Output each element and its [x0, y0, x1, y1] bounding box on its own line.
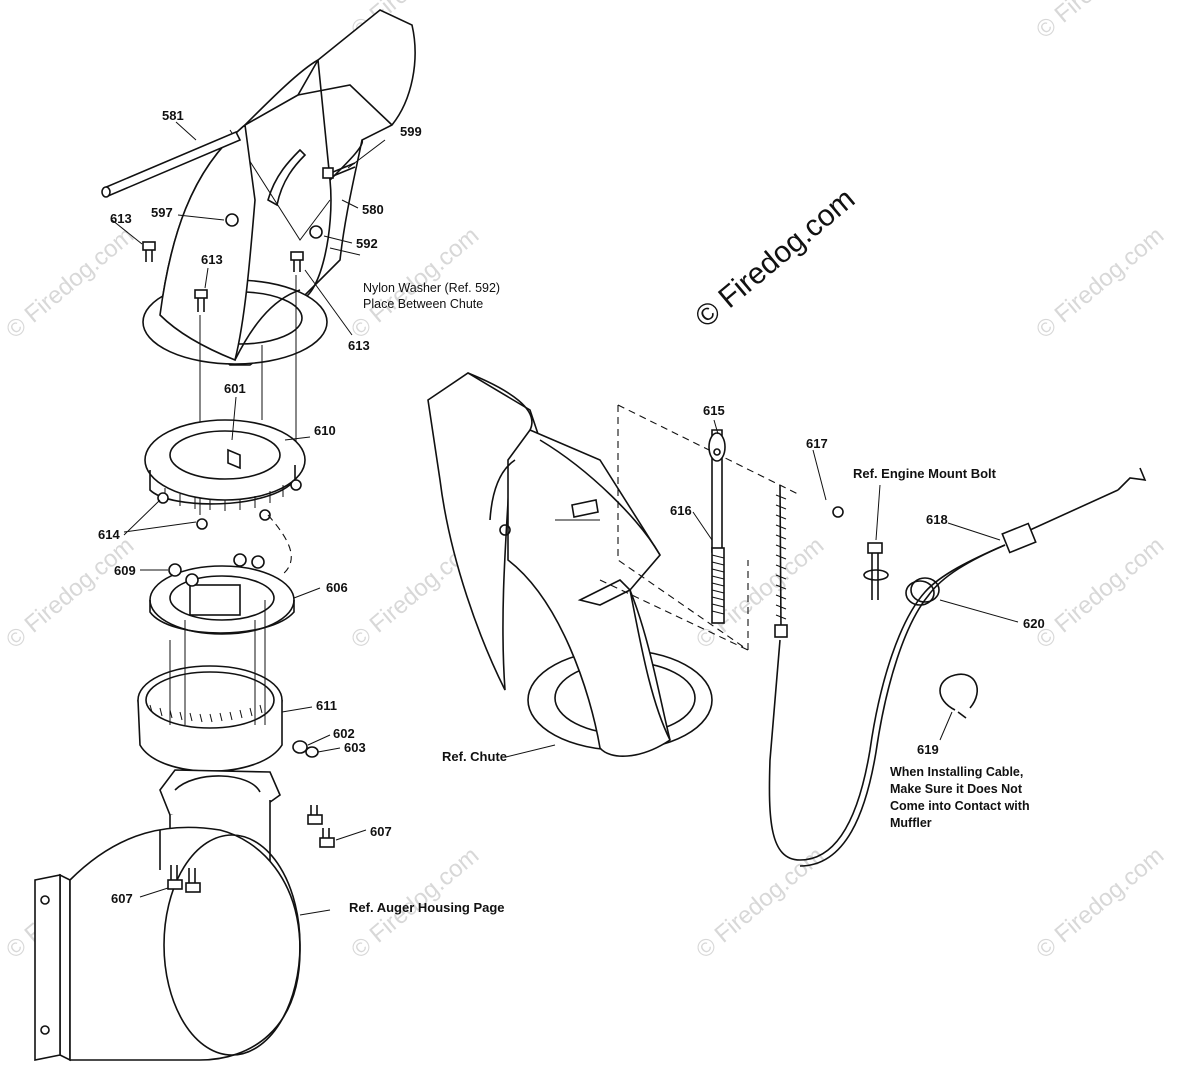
dash-guide: [267, 514, 292, 576]
label-581: 581: [162, 108, 184, 123]
label-609: 609: [114, 563, 136, 578]
label-613: 613: [348, 338, 370, 353]
label-610: 610: [314, 423, 336, 438]
label-613: 613: [201, 252, 223, 267]
gear-ring-611: [137, 600, 283, 773]
ring-606: [149, 553, 295, 635]
chute-flange: [142, 123, 328, 365]
nut-614: [157, 492, 169, 504]
clip-617: [832, 506, 844, 518]
label-601: 601: [224, 381, 246, 396]
label-615: 615: [703, 403, 725, 418]
bolt-599: [322, 162, 356, 179]
nut-597: [225, 213, 239, 227]
note-line: Muffler: [890, 816, 932, 830]
spring-616: [711, 547, 725, 624]
label-618: 618: [926, 512, 948, 527]
note-line: Nylon Washer (Ref. 592): [363, 281, 501, 295]
nut-614: [290, 479, 302, 491]
label-599: 599: [400, 124, 422, 139]
clamp-619: [939, 673, 979, 719]
label-619: 619: [917, 742, 939, 757]
nut-614: [196, 518, 208, 530]
cable-618: [768, 467, 1147, 867]
label-616: 616: [670, 503, 692, 518]
chain-617: [774, 484, 788, 638]
note-line: Place Between Chute: [363, 297, 484, 311]
note-cable: When Installing Cable, Make Sure it Does…: [890, 764, 1030, 832]
label-617: 617: [806, 436, 828, 451]
nut-603: [305, 746, 319, 758]
bolt-613: [142, 241, 304, 312]
rod-581: [101, 130, 242, 198]
label-614: 614: [98, 527, 120, 542]
label-580: 580: [362, 202, 384, 217]
screw-607: [167, 805, 335, 893]
rod-615: [708, 429, 726, 553]
label-603: 603: [344, 740, 366, 755]
auger-housing: [34, 800, 301, 1062]
note-line: Make Sure it Does Not: [890, 782, 1022, 796]
label-597: 597: [151, 205, 173, 220]
chute-assembly-ref: [427, 372, 713, 757]
leader-lines: [111, 121, 386, 916]
leader-lines-right: [505, 419, 1019, 758]
washer-602: [292, 740, 308, 754]
note-line: When Installing Cable,: [890, 765, 1024, 779]
nut-614: [259, 509, 271, 521]
label-606: 606: [326, 580, 348, 595]
note-ref-auger: Ref. Auger Housing Page: [349, 900, 505, 915]
note-engine-mount: Ref. Engine Mount Bolt: [853, 466, 996, 481]
label-607: 607: [370, 824, 392, 839]
note-line: Come into Contact with: [890, 799, 1030, 813]
washer-592: [309, 225, 323, 239]
ring-610: [144, 419, 306, 511]
label-611: 611: [316, 698, 337, 713]
note-ref-chute: Ref. Chute: [442, 749, 507, 764]
label-613: 613: [110, 211, 132, 226]
engine-mount-bolt: [863, 542, 889, 600]
note-nylon-washer: Nylon Washer (Ref. 592) Place Between Ch…: [363, 280, 500, 312]
label-620: 620: [1023, 616, 1045, 631]
label-607: 607: [111, 891, 133, 906]
label-592: 592: [356, 236, 378, 251]
label-602: 602: [333, 726, 355, 741]
